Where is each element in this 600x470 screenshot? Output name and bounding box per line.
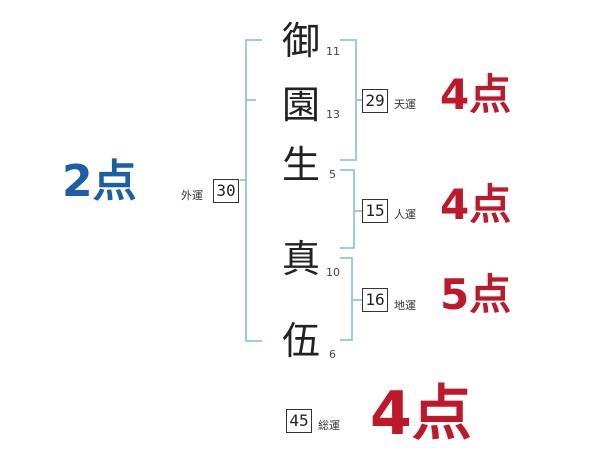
tenun-label: 天運 bbox=[394, 98, 416, 111]
jinun-bracket bbox=[340, 169, 355, 249]
char-3: 生 bbox=[282, 143, 321, 187]
gaiun-value: 30 bbox=[213, 179, 239, 203]
char-2-strokes: 13 bbox=[326, 108, 340, 121]
gaiun-label: 外運 bbox=[181, 189, 203, 202]
char-4: 真 bbox=[282, 237, 321, 281]
souun-score: 4点 bbox=[370, 379, 472, 449]
chiun-bracket bbox=[340, 257, 353, 341]
tenun-value: 29 bbox=[362, 89, 388, 113]
char-3-strokes: 5 bbox=[329, 168, 336, 181]
souun-value: 45 bbox=[286, 409, 312, 433]
gaiun-bracket bbox=[245, 39, 262, 342]
tenun-bracket bbox=[340, 39, 357, 161]
souun-label: 総運 bbox=[318, 419, 340, 432]
char-5-strokes: 6 bbox=[329, 348, 336, 361]
tenun-score: 4点 bbox=[440, 70, 512, 119]
gaiun-score: 2点 bbox=[62, 156, 137, 207]
jinun-value: 15 bbox=[362, 199, 388, 223]
chiun-value: 16 bbox=[362, 288, 388, 312]
char-2: 園 bbox=[282, 83, 321, 127]
char-1: 御 bbox=[282, 19, 321, 63]
char-4-strokes: 10 bbox=[326, 266, 340, 279]
char-1-strokes: 11 bbox=[326, 45, 340, 58]
chiun-score: 5点 bbox=[440, 270, 512, 319]
jinun-score: 4点 bbox=[440, 180, 512, 229]
char-5: 伍 bbox=[282, 319, 321, 363]
jinun-label: 人運 bbox=[394, 208, 416, 221]
chiun-label: 地運 bbox=[394, 299, 416, 312]
